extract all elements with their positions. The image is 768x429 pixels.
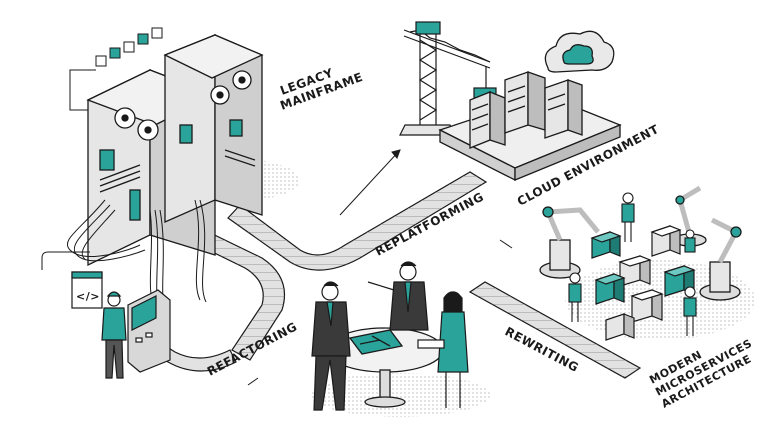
flow-arrows [41, 69, 513, 386]
svg-text:</>: </> [76, 290, 100, 303]
cloud-icon [544, 30, 615, 73]
cloud-platform [438, 71, 622, 182]
businessman-center [367, 261, 429, 331]
construction-crane [399, 21, 497, 136]
microservice-robot-arms [539, 185, 742, 301]
businessman-left [311, 281, 351, 411]
meeting-table [326, 327, 444, 408]
factory-workers [568, 192, 697, 336]
engineer-console [101, 291, 127, 379]
conveyor-belts [131, 171, 642, 379]
businesswoman-right [417, 291, 469, 408]
status-squares [95, 27, 163, 67]
microservice-boxes [590, 225, 696, 341]
belt-lower [131, 329, 237, 372]
code-brackets-icon: </> [71, 271, 103, 309]
cables [67, 199, 207, 315]
legacy-mainframe [86, 34, 264, 267]
console-terminal [127, 289, 171, 373]
